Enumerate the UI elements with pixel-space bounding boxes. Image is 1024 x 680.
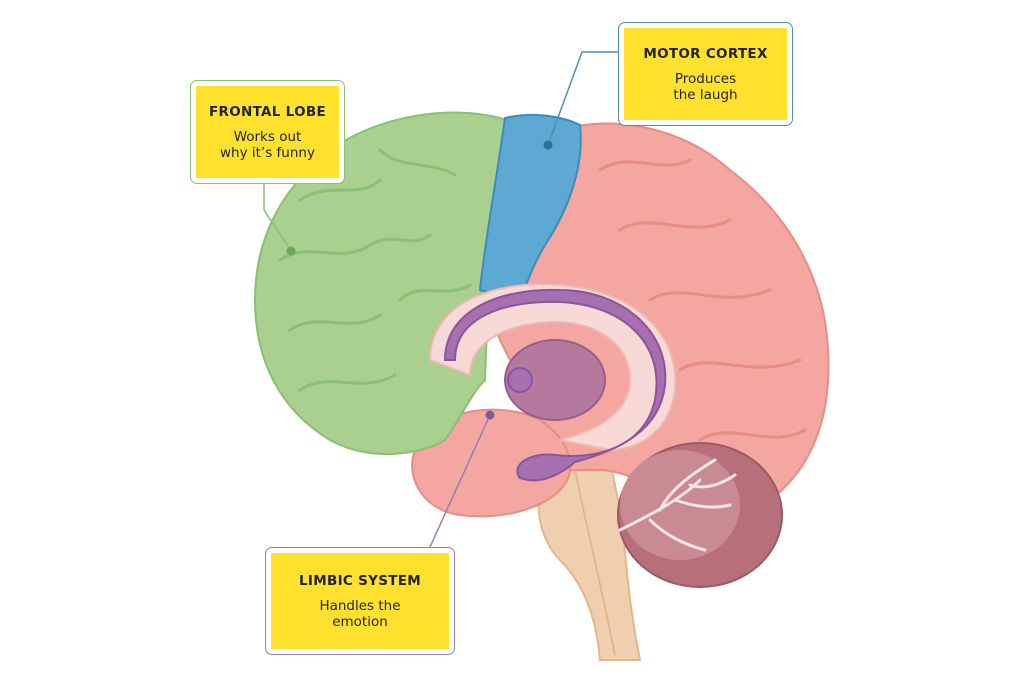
frontal-lobe-connector (263, 183, 292, 252)
motor-cortex-connector (547, 51, 618, 146)
frontal-lobe-dot (286, 246, 296, 256)
limbic-system-label: LIMBIC SYSTEM Handles the emotion (265, 547, 455, 655)
motor-cortex-desc-line-2: the laugh (673, 86, 738, 103)
frontal-lobe-label: FRONTAL LOBE Works out why it’s funny (190, 80, 345, 184)
frontal-gyri (278, 148, 472, 392)
motor-cortex-label: MOTOR CORTEX Produces the laugh (618, 22, 793, 126)
motor-cortex-dot (543, 140, 553, 150)
frontal-lobe-desc-line-2: why it’s funny (220, 144, 315, 161)
parietal-gyri (598, 158, 807, 442)
limbic-system-connector (429, 414, 491, 548)
limbic-system-desc-line-2: emotion (332, 613, 388, 630)
limbic-system-title: LIMBIC SYSTEM (299, 572, 421, 589)
limbic-system-region (443, 288, 667, 482)
cerebellum-inner (620, 450, 740, 560)
thalamus (504, 339, 606, 421)
motor-cortex-title: MOTOR CORTEX (643, 45, 768, 62)
limbic-system-dot (485, 410, 495, 420)
limbic-system-label-inner: LIMBIC SYSTEM Handles the emotion (271, 553, 449, 649)
frontal-lobe-title: FRONTAL LOBE (208, 103, 326, 120)
motor-cortex-desc-line-1: Produces (674, 70, 737, 87)
limbic-system-desc-line-1: Handles the (319, 597, 401, 614)
corpus-callosum (428, 283, 677, 452)
temporal-lobe (411, 408, 572, 518)
motor-cortex-label-inner: MOTOR CORTEX Produces the laugh (624, 28, 787, 120)
frontal-lobe-desc-line-1: Works out (233, 128, 302, 145)
motor-cortex-region (478, 113, 582, 302)
amygdala (507, 367, 533, 393)
arbor-vitae (618, 458, 737, 552)
brainstem-line (574, 469, 616, 656)
frontal-lobe-label-inner: FRONTAL LOBE Works out why it’s funny (196, 86, 339, 178)
